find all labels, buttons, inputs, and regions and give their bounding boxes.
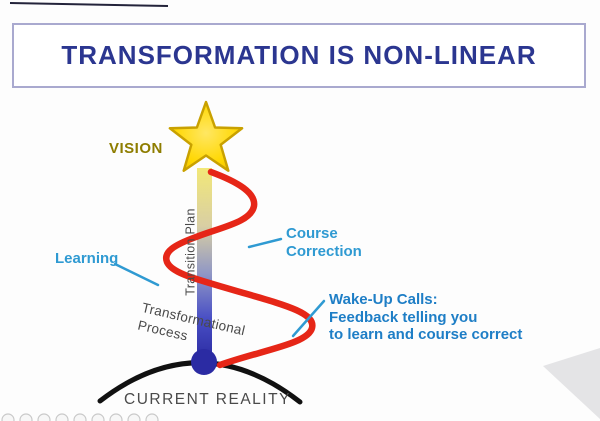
slide-corner-decoration: [543, 348, 600, 419]
transition-plan-label: Transition Plan: [183, 208, 198, 296]
transition-bar: [197, 168, 212, 360]
current-reality-label: CURRENT REALITY: [124, 391, 291, 408]
vision-star-icon: [168, 100, 244, 172]
learning-callout-line: [113, 262, 160, 287]
wake-up-calls-label: Wake-Up Calls: Feedback telling you to l…: [329, 291, 523, 344]
spiral-path: [162, 168, 316, 369]
wake-up-callout-line: [291, 299, 326, 338]
learning-label: Learning: [55, 250, 119, 267]
vision-label: VISION: [109, 140, 163, 157]
endpoint-pin: [191, 349, 217, 375]
course-correction-label: Course Correction: [286, 225, 362, 260]
course-correction-callout-line: [247, 237, 283, 249]
annotation-toolbar-dots[interactable]: [1, 413, 159, 421]
page-title: TRANSFORMATION IS NON-LINEAR: [61, 40, 537, 70]
title-box: TRANSFORMATION IS NON-LINEAR: [12, 23, 586, 88]
stray-line-decoration: [9, 2, 169, 7]
